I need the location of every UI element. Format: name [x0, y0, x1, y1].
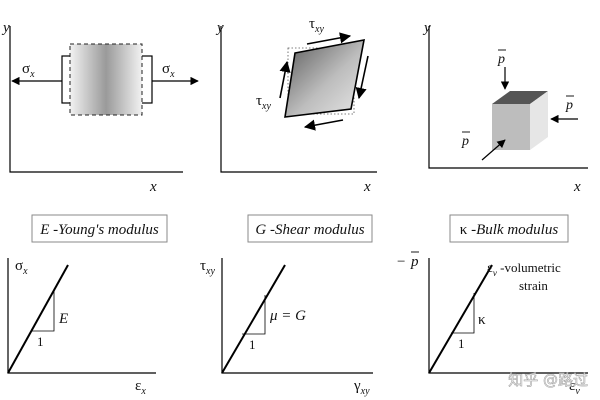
title-shear-box — [247, 214, 373, 243]
svg-text:p: p — [410, 254, 419, 270]
deformed-bar-outline — [69, 43, 143, 116]
cube-side-face — [530, 91, 548, 150]
cube-front-face — [492, 104, 530, 150]
graph1-x-label: εx — [135, 378, 146, 397]
panel-shear: y x τxy τxy — [215, 16, 377, 195]
shear-arrow-bottom — [303, 119, 344, 131]
svg-text:p: p — [497, 52, 505, 67]
graph3-y-label: − p — [397, 251, 419, 270]
graph1-run-label: 1 — [37, 334, 44, 349]
graph1-axes — [7, 258, 156, 374]
pressure-label-front: p — [461, 131, 470, 149]
graph2-y-label: τxy — [200, 258, 215, 277]
right-stress-label: σx — [162, 61, 175, 80]
graph2-run-label: 1 — [249, 337, 256, 352]
graph3-line — [428, 264, 493, 374]
graph-shear: μ = G 1 τxy γxy — [200, 258, 373, 397]
graph2-line — [221, 264, 286, 374]
graph-young: E 1 σx εx — [7, 258, 156, 397]
shear-arrow-left — [279, 60, 291, 99]
panel1-y-label: y — [1, 20, 10, 36]
graph3-slope-triangle — [451, 293, 475, 334]
title-young: E -Young's modulus — [31, 214, 168, 243]
title-bulk-text: κ -Bulk modulus — [460, 222, 559, 238]
svg-text:p: p — [565, 98, 573, 113]
svg-text:−: − — [397, 254, 405, 270]
title-young-box — [31, 214, 168, 243]
panel-tension: y x σx σx — [1, 20, 199, 195]
panel3-y-label: y — [422, 20, 431, 36]
graph3-axes — [428, 258, 588, 374]
graph1-line — [7, 264, 69, 374]
graph1-y-label: σx — [15, 258, 28, 277]
title-young-text: E -Young's modulus — [39, 222, 159, 238]
panel1-axes — [9, 26, 183, 173]
deformed-bar-fill — [70, 44, 142, 115]
svg-text:p: p — [461, 134, 469, 149]
panel2-x-label: x — [363, 179, 371, 195]
pressure-label-top: p — [497, 49, 506, 67]
panel3-x-label: x — [573, 179, 581, 195]
pressure-label-right: p — [565, 95, 574, 113]
cube-top-face — [492, 91, 548, 104]
panel2-axes — [220, 26, 377, 173]
shear-arrow-right — [355, 55, 369, 100]
title-bulk: κ -Bulk modulus — [449, 214, 569, 243]
title-bulk-box — [449, 214, 569, 243]
panel1-x-label: x — [149, 179, 157, 195]
panel3-axes — [428, 26, 588, 169]
top-shear-label: τxy — [309, 16, 324, 35]
graph3-slope-label: κ — [478, 312, 486, 328]
graph1-slope-triangle — [31, 290, 55, 332]
title-shear-text: G -Shear modulus — [255, 222, 364, 238]
graph3-note-line2: strain — [519, 278, 548, 293]
graph2-slope-triangle — [242, 295, 266, 335]
graph3-note-line1: εv -volumetric — [487, 260, 561, 278]
graph2-x-label: γxy — [353, 378, 370, 397]
panel-hydrostatic: y x p p p — [422, 20, 588, 195]
shear-arrow-top — [306, 32, 352, 45]
watermark: 知乎 @路过 — [508, 371, 588, 389]
graph3-run-label: 1 — [458, 336, 465, 351]
graph-bulk: κ 1 − p εv -volumetric strain εv — [397, 251, 588, 397]
left-stress-label: σx — [22, 61, 35, 80]
graph3-x-label: εv — [569, 378, 580, 397]
title-shear: G -Shear modulus — [247, 214, 373, 243]
panel2-y-label: y — [215, 20, 224, 36]
pressure-arrow-front — [481, 139, 506, 161]
left-shear-label: τxy — [256, 93, 271, 112]
sheared-element — [284, 38, 366, 118]
graph1-slope-label: E — [58, 311, 68, 327]
graph2-slope-label: μ = G — [269, 308, 306, 324]
